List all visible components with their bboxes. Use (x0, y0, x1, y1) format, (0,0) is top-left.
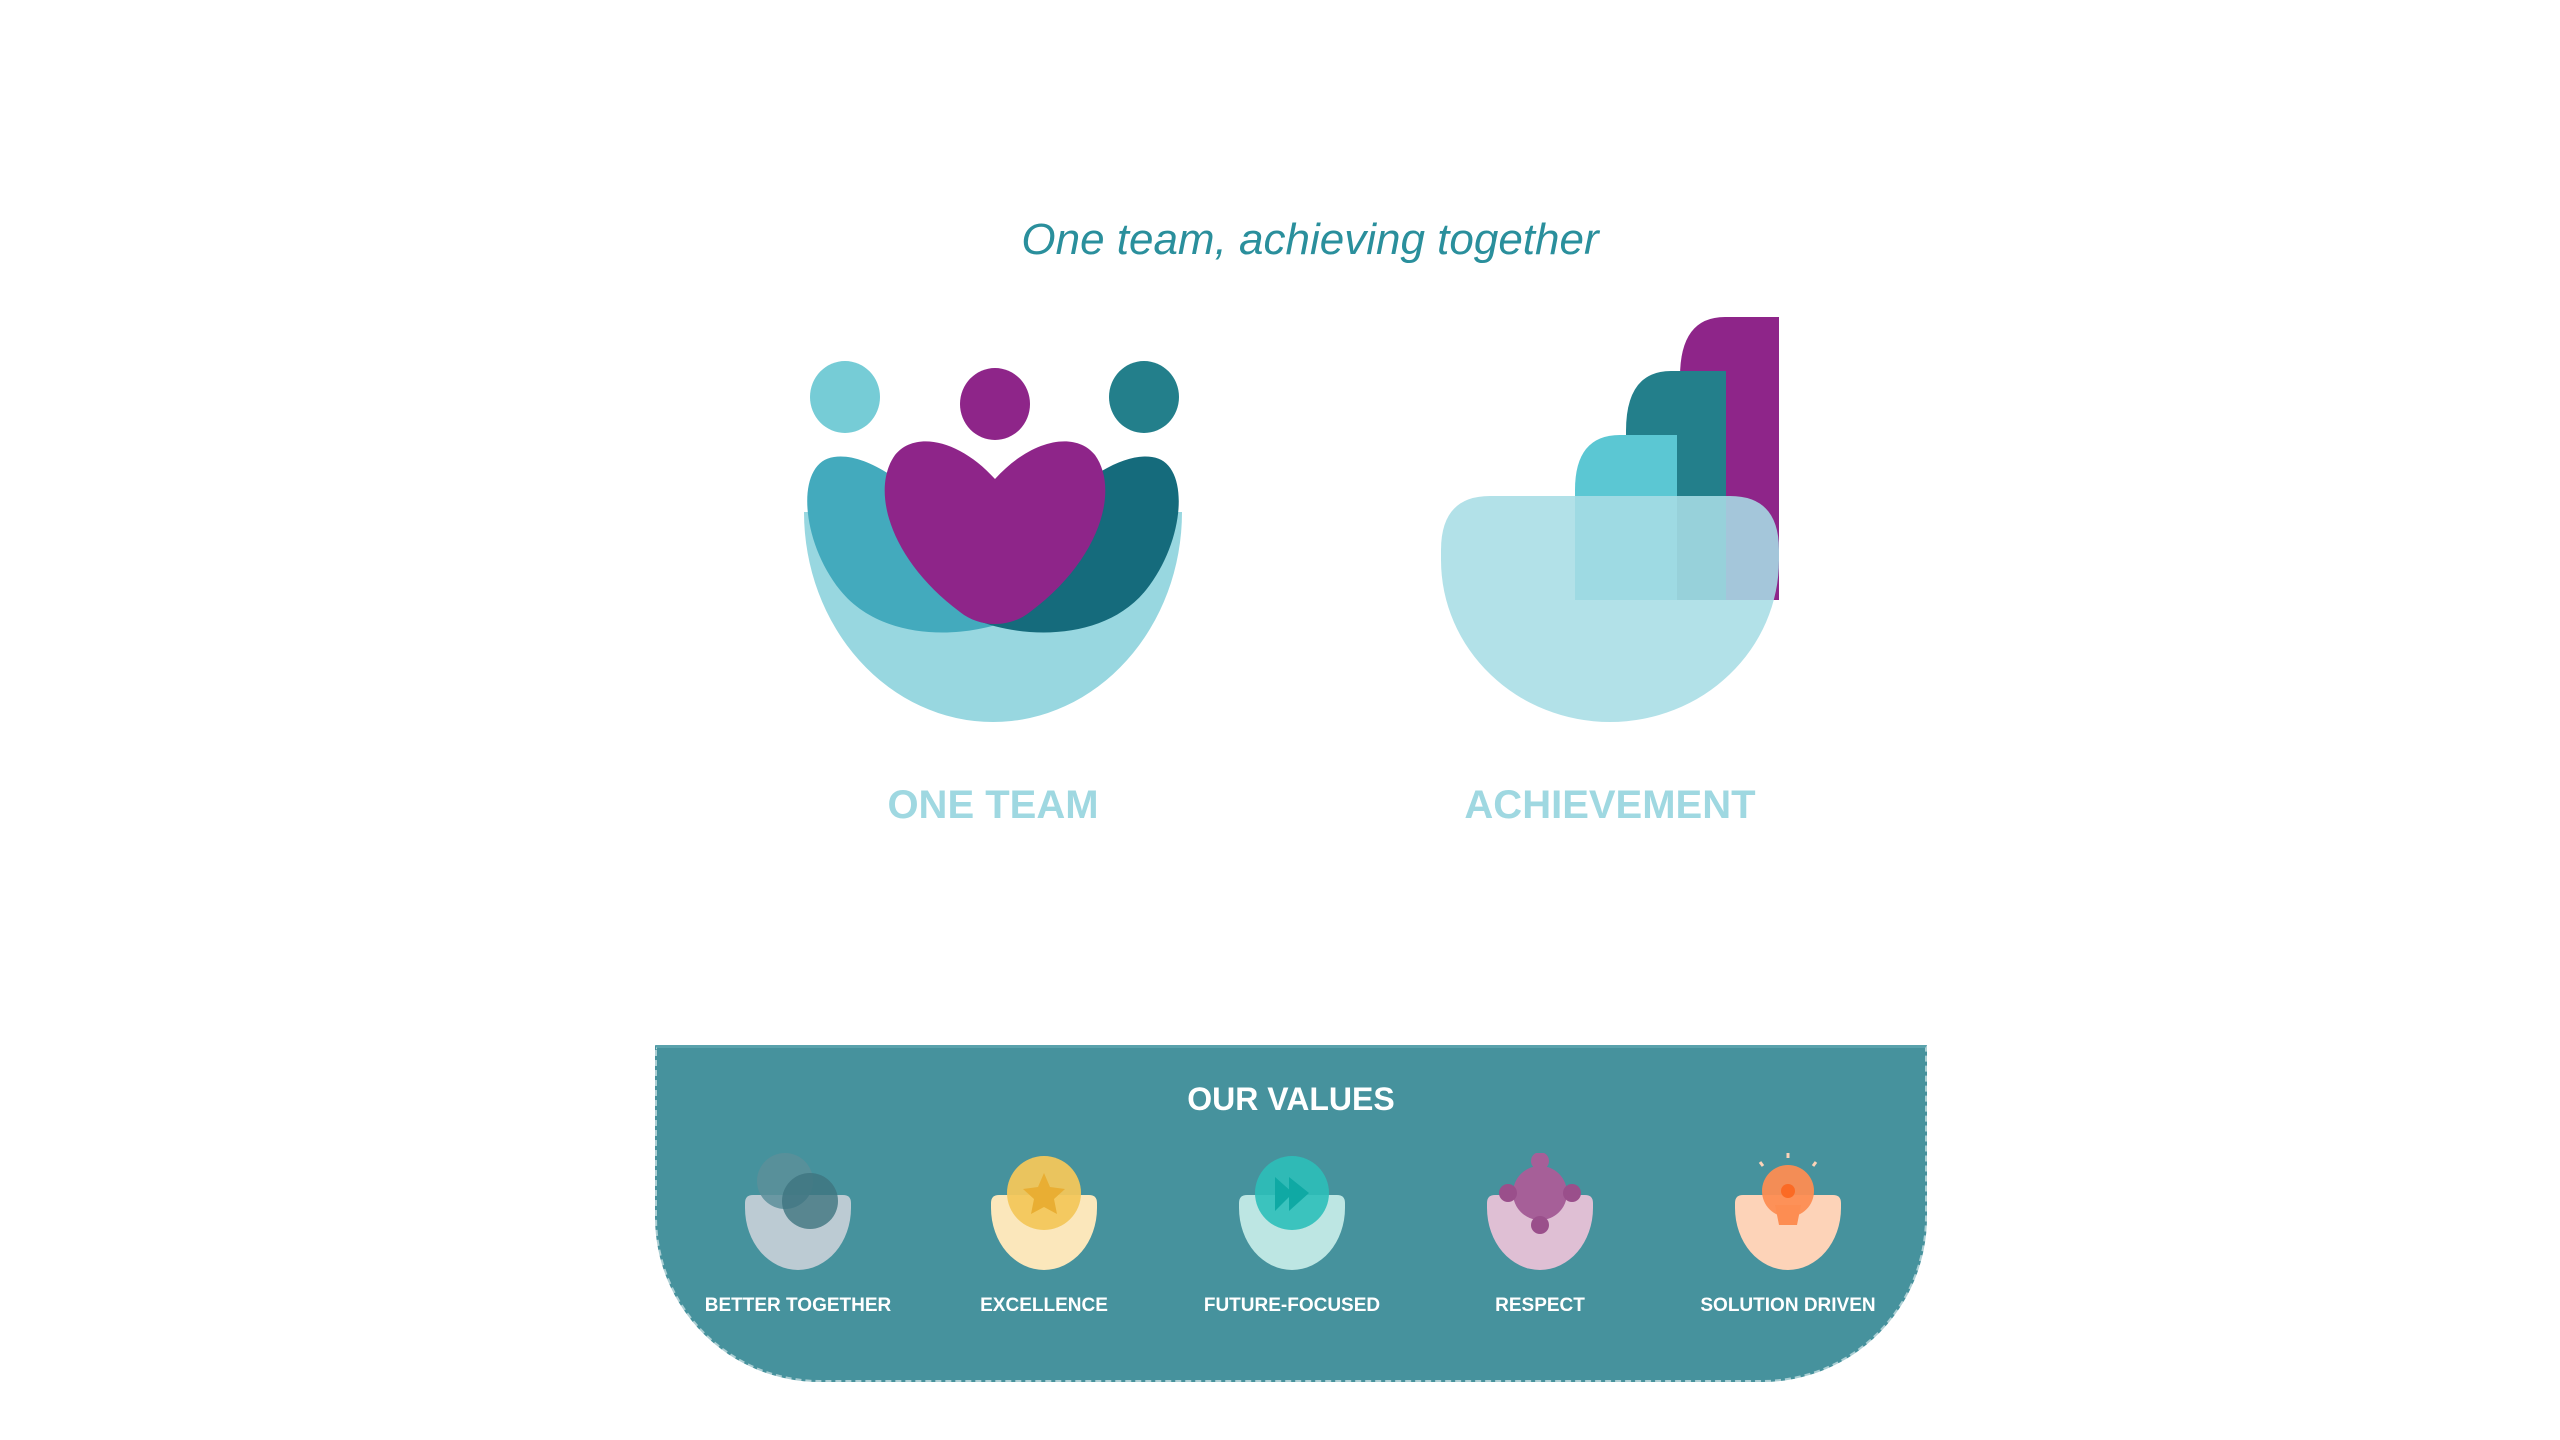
connected-nodes-icon (1487, 1153, 1593, 1270)
star-icon (991, 1156, 1097, 1270)
value-label: EXCELLENCE (980, 1295, 1108, 1316)
value-future-focused: FUTURE-FOCUSED (1172, 1153, 1412, 1317)
tagline: One team, achieving together (1021, 215, 1599, 264)
team-heart-icon (804, 361, 1182, 722)
achievement-bars-icon (1441, 317, 1779, 722)
panel-title: OUR VALUES (1187, 1081, 1395, 1117)
value-solution-driven: SOLUTION DRIVEN (1668, 1153, 1908, 1317)
value-label: FUTURE-FOCUSED (1203, 1295, 1381, 1316)
value-label: BETTER TOGETHER (704, 1295, 892, 1316)
our-values-panel: OUR VALUES BETTER TOGETHER EXCELLENCE FU… (655, 1045, 1927, 1382)
value-respect: RESPECT (1420, 1153, 1660, 1317)
value-better-together: BETTER TOGETHER (678, 1153, 918, 1317)
pillar-label-achievement: ACHIEVEMENT (1464, 783, 1756, 827)
pillar-label-one-team: ONE TEAM (887, 783, 1099, 827)
value-excellence: EXCELLENCE (924, 1153, 1164, 1317)
value-label: RESPECT (1495, 1295, 1585, 1316)
fast-forward-icon (1239, 1156, 1345, 1270)
lightbulb-icon (1735, 1153, 1841, 1270)
value-label: SOLUTION DRIVEN (1700, 1295, 1876, 1316)
overlapping-circles-icon (745, 1153, 851, 1270)
